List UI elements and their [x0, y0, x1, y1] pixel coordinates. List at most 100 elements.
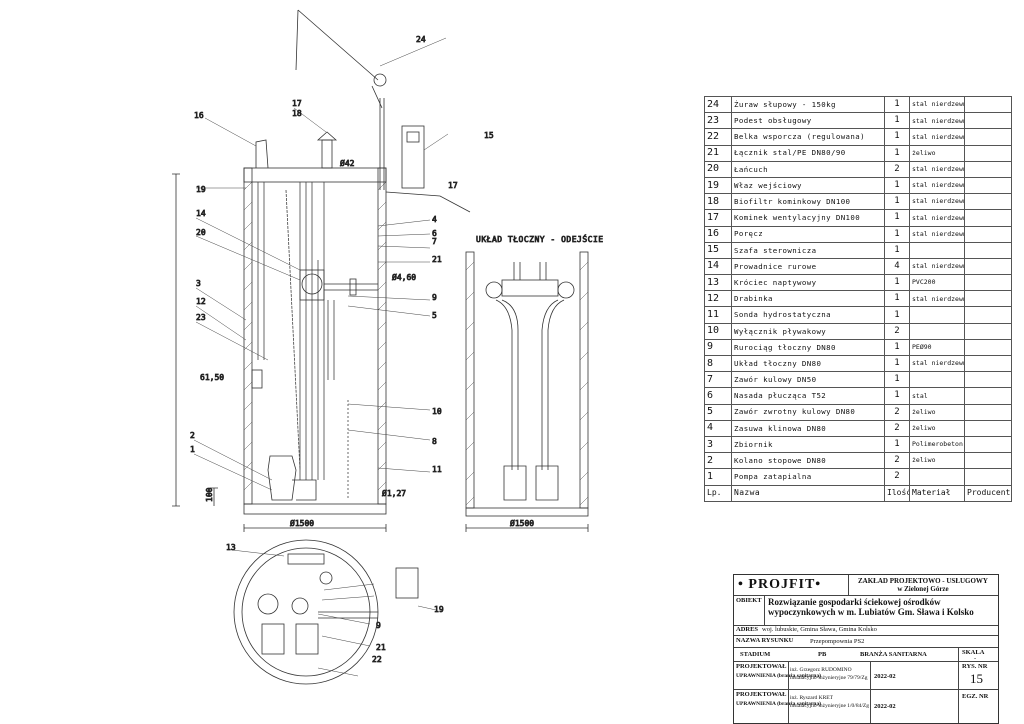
parts-cell-qty: 1	[884, 128, 910, 146]
callout: 18	[292, 109, 302, 118]
parts-cell-lp: 17	[704, 209, 732, 227]
section-label: UKŁAD TŁOCZNY - ODEJŚCIE	[476, 233, 604, 244]
parts-header-lp: Lp.	[704, 484, 732, 502]
parts-cell-prod	[964, 338, 1012, 357]
parts-header-name: Nazwa	[731, 484, 885, 502]
callout: 15	[484, 131, 494, 140]
parts-cell-mat: żeliwo	[909, 403, 965, 421]
parts-cell-name: Króciec naptywowy	[731, 274, 885, 292]
object-name: Rozwiązanie gospodarki ściekowej ośrodkó…	[768, 597, 974, 618]
parts-cell-name: Sonda hydrostatyczna	[731, 306, 885, 324]
parts-cell-qty: 1	[884, 95, 910, 114]
designer-cert: instalacyjno-inżynieryjne 79/79/Zg	[790, 675, 868, 681]
title-block-drawing-name: NAZWA RYSUNKU Przepompownia PS2	[734, 635, 998, 648]
drawing-number: 15	[970, 671, 983, 686]
parts-cell-mat: stal nierdzewna	[909, 209, 965, 227]
parts-cell-name: Kolano stopowe DN80	[731, 452, 885, 470]
callout: 19	[196, 185, 206, 194]
callout: 22	[372, 655, 382, 664]
callout: 8	[432, 437, 437, 446]
parts-cell-prod	[964, 225, 1012, 243]
parts-cell-prod	[964, 435, 1012, 454]
parts-cell-qty: 1	[884, 176, 910, 195]
designer-name: inż. Grzegorz RUDOMINO	[790, 667, 852, 673]
parts-cell-lp: 18	[704, 193, 732, 211]
parts-cell-name: Właz wejściowy	[731, 176, 885, 195]
callout: 19	[434, 605, 444, 614]
callout: 2	[190, 431, 195, 440]
callout: 12	[196, 297, 206, 306]
parts-cell-name: Belka wsporcza (regulowana)	[731, 128, 885, 146]
parts-cell-lp: 3	[704, 435, 732, 454]
callout: 6	[432, 229, 437, 238]
parts-cell-prod	[964, 354, 1012, 373]
title-block-address: ADRES woj. lubuskie, Gmina Sława, Gmina …	[734, 625, 998, 636]
parts-cell-lp: 11	[704, 306, 732, 324]
parts-cell-mat: żeliwo	[909, 144, 965, 162]
parts-cell-mat: stal nierdzewna	[909, 160, 965, 178]
parts-cell-mat: żeliwo	[909, 452, 965, 470]
parts-cell-name: Szafa sterownicza	[731, 241, 885, 259]
parts-cell-prod	[964, 274, 1012, 292]
parts-cell-lp: 6	[704, 387, 732, 405]
parts-cell-name: Łańcuch	[731, 160, 885, 178]
parts-cell-name: Rurociąg tłoczny DN80	[731, 338, 885, 357]
parts-cell-qty: 1	[884, 306, 910, 324]
parts-cell-prod	[964, 112, 1012, 130]
parts-cell-qty: 1	[884, 241, 910, 259]
parts-cell-mat: stal	[909, 387, 965, 405]
parts-cell-name: Pompa zatapialna	[731, 468, 885, 486]
parts-cell-qty: 2	[884, 468, 910, 486]
parts-cell-prod	[964, 306, 1012, 324]
parts-cell-name: Układ tłoczny DN80	[731, 354, 885, 373]
discipline: BRANŻA SANITARNA	[860, 651, 927, 658]
parts-cell-name: Zbiornik	[731, 435, 885, 454]
callout: 9	[432, 293, 437, 302]
parts-cell-qty: 1	[884, 112, 910, 130]
designer-date: 2022-02	[874, 703, 896, 710]
parts-cell-lp: 24	[704, 95, 732, 114]
parts-cell-qty: 1	[884, 435, 910, 454]
parts-cell-lp: 7	[704, 371, 732, 389]
parts-cell-prod	[964, 419, 1012, 437]
parts-cell-name: Łącznik stal/PE DN80/90	[731, 144, 885, 162]
parts-cell-mat: stal nierdzewna	[909, 257, 965, 276]
parts-cell-name: Podest obsługowy	[731, 112, 885, 130]
parts-cell-mat: stal nierdzewna	[909, 193, 965, 211]
parts-cell-mat: żeliwo	[909, 419, 965, 437]
parts-cell-qty: 1	[884, 371, 910, 389]
dimension-height: 100	[205, 487, 214, 502]
parts-cell-mat: stal nierdzewna	[909, 95, 965, 114]
callout: 16	[194, 111, 204, 120]
callout: 7	[432, 237, 437, 246]
title-block-stage: STADIUM PB BRANŻA SANITARNA SKALA -	[734, 647, 998, 662]
dimension-diameter: Ø1500	[290, 518, 314, 528]
callout: 4	[432, 215, 437, 224]
parts-cell-lp: 5	[704, 403, 732, 421]
parts-cell-qty: 1	[884, 193, 910, 211]
tank-plan-view	[231, 539, 437, 685]
parts-cell-mat	[909, 322, 965, 340]
parts-cell-prod	[964, 257, 1012, 276]
parts-cell-mat: PVC200	[909, 274, 965, 292]
parts-cell-lp: 8	[704, 354, 732, 373]
parts-cell-name: Zawór zwrotny kulowy DN80	[731, 403, 885, 421]
parts-cell-qty: 2	[884, 322, 910, 340]
parts-cell-prod	[964, 290, 1012, 308]
